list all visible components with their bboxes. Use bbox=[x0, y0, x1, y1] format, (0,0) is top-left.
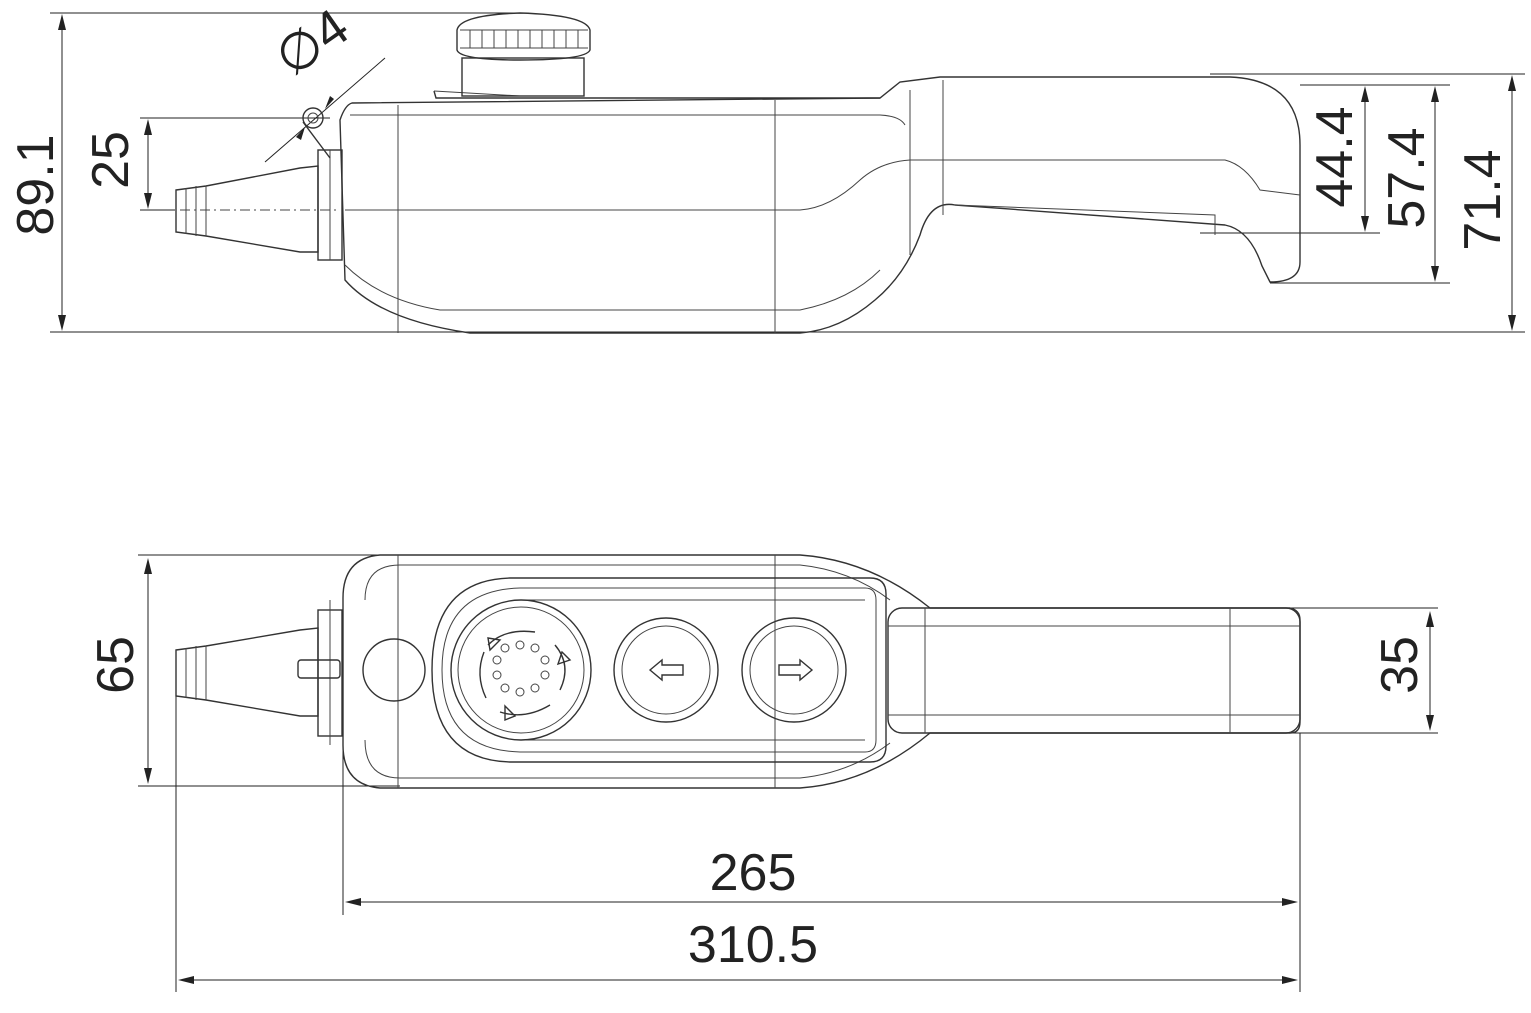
arrow-right-icon bbox=[778, 658, 814, 682]
left-arrow-button[interactable] bbox=[613, 617, 719, 723]
knob-serrations bbox=[460, 29, 588, 49]
rotate-selector-button[interactable] bbox=[450, 599, 592, 741]
side-dimension-lines bbox=[58, 14, 1516, 331]
body-width-label: 65 bbox=[87, 636, 145, 694]
grip-width-label: 35 bbox=[1371, 636, 1429, 694]
rotate-arrows-icon bbox=[479, 630, 572, 722]
top-body bbox=[175, 554, 1301, 789]
right-arrow-button[interactable] bbox=[741, 617, 847, 723]
cable-center-height-label: 25 bbox=[82, 131, 140, 189]
contact-pins bbox=[492, 640, 550, 697]
grip-height-1-label: 44.4 bbox=[1306, 106, 1364, 207]
top-dimension-lines bbox=[144, 558, 1434, 984]
overall-length-label: 310.5 bbox=[688, 916, 818, 974]
overall-height-label: 89.1 bbox=[7, 134, 65, 235]
top-view: 65 35 265 310.5 bbox=[87, 554, 1438, 992]
side-view: 89.1 25 ∅4 44.4 57.4 71.4 bbox=[7, 0, 1525, 334]
top-extension-lines bbox=[138, 554, 1438, 992]
grip-height-3-label: 71.4 bbox=[1454, 149, 1512, 250]
grip-height-2-label: 57.4 bbox=[1378, 127, 1436, 228]
arrow-left-icon bbox=[648, 658, 684, 682]
body-length-label: 265 bbox=[710, 844, 797, 902]
side-extension-lines bbox=[50, 12, 1525, 333]
side-body bbox=[175, 12, 1301, 334]
